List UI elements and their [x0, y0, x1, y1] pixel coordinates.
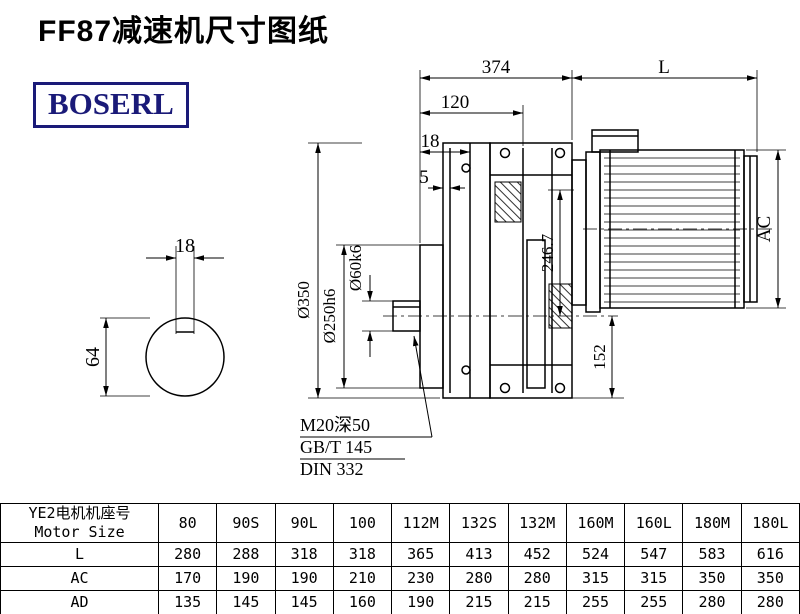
table-row: L 280 288 318 318 365 413 452 524 547 58… — [0, 541, 800, 567]
table-cell: 616 — [740, 541, 800, 567]
table-cell: 280 — [157, 541, 218, 567]
flange-spigot — [419, 244, 444, 389]
technical-drawing: 18 64 — [82, 57, 786, 479]
dim-246-label: 246.7 — [538, 233, 557, 272]
table-cell: 350 — [740, 565, 800, 591]
table-cell: 583 — [682, 541, 742, 567]
table-row: AC 170 190 190 210 230 280 280 315 315 3… — [0, 565, 800, 591]
terminal-box — [591, 129, 639, 153]
housing-bolt — [554, 147, 566, 159]
shaft-height-label: 64 — [82, 347, 104, 367]
dia-350-label: Ø350 — [294, 281, 313, 319]
column-header: 132S — [449, 503, 509, 543]
motor-fins — [604, 157, 740, 303]
column-header: 90L — [274, 503, 334, 543]
column-header: 90S — [216, 503, 276, 543]
table-cell: 170 — [157, 565, 218, 591]
table-cell: 190 — [274, 565, 334, 591]
column-header: 132M — [507, 503, 567, 543]
table-cell: 230 — [391, 565, 451, 591]
table-cell: 315 — [624, 565, 684, 591]
table-cell: 318 — [274, 541, 334, 567]
table-cell: 365 — [391, 541, 451, 567]
standard-gbt-label: GB/T 145 — [300, 437, 372, 457]
motor — [571, 129, 772, 313]
table-cell: 288 — [216, 541, 276, 567]
table-cell: 135 — [157, 589, 218, 614]
dim-152-label: 152 — [590, 344, 609, 370]
flange-bolt-hole — [461, 365, 471, 375]
table-cell: 280 — [507, 565, 567, 591]
column-header: 160L — [624, 503, 684, 543]
dia-60-label: Ø60k6 — [346, 245, 365, 291]
shaft-circle — [145, 317, 225, 397]
dim-5-label: 5 — [419, 167, 429, 188]
column-header: 180L — [740, 503, 800, 543]
keyway-width-label: 18 — [175, 235, 195, 257]
dim-AC-label: AC — [754, 216, 775, 242]
row-label: AD — [0, 589, 159, 614]
brand-logo: BOSERL — [33, 82, 189, 129]
column-header: 180M — [682, 503, 742, 543]
table-cell: 255 — [565, 589, 626, 614]
housing-bolt — [499, 147, 511, 159]
table-cell: 524 — [565, 541, 626, 567]
table-cell: 190 — [391, 589, 451, 614]
page-title: FF87减速机尺寸图纸 — [38, 15, 330, 48]
motor-size-header: YE2电机机座号 Motor Size — [0, 503, 159, 543]
housing-bolt — [554, 382, 566, 394]
table-cell: 145 — [274, 589, 334, 614]
bearing-section — [494, 181, 522, 223]
motor-dimension-table: YE2电机机座号 Motor Size 80 90S 90L 100 112M … — [0, 503, 800, 614]
table-cell: 190 — [216, 565, 276, 591]
row-label: AC — [0, 565, 159, 591]
table-cell: 255 — [624, 589, 684, 614]
table-cell: 215 — [449, 589, 509, 614]
column-header: 80 — [157, 503, 218, 543]
flange-bolt-hole — [461, 163, 471, 173]
gear-wheel — [526, 239, 546, 389]
column-header: 100 — [332, 503, 393, 543]
table-cell: 413 — [449, 541, 509, 567]
table-cell: 215 — [507, 589, 567, 614]
dia-250-label: Ø250h6 — [320, 289, 339, 344]
motor-adapter — [571, 159, 587, 306]
table-row: AD 135 145 145 160 190 215 215 255 255 2… — [0, 589, 800, 614]
table-header-row: YE2电机机座号 Motor Size 80 90S 90L 100 112M … — [0, 503, 800, 543]
table-cell: 318 — [332, 541, 393, 567]
motor-size-header-cn: YE2电机机座号 — [28, 504, 131, 522]
dimension-lines — [300, 75, 781, 460]
dimension-labels: 374 L 120 18 5 AC 246.7 152 Ø350 Ø250h6 … — [294, 57, 775, 479]
column-header: 160M — [565, 503, 626, 543]
table-cell: 315 — [565, 565, 626, 591]
shaft-section-view: 18 64 — [82, 235, 225, 397]
table-cell: 280 — [740, 589, 800, 614]
table-cell: 210 — [332, 565, 393, 591]
motor-adapter — [585, 151, 601, 313]
housing-bolt — [499, 382, 511, 394]
table-cell: 452 — [507, 541, 567, 567]
table-cell: 280 — [449, 565, 509, 591]
dim-18-label: 18 — [421, 131, 440, 152]
dim-120-label: 120 — [441, 92, 470, 113]
table-cell: 160 — [332, 589, 393, 614]
table-cell: 145 — [216, 589, 276, 614]
column-header: 112M — [391, 503, 451, 543]
motor-size-header-en: Motor Size — [34, 522, 125, 541]
table-cell: 547 — [624, 541, 684, 567]
dim-374-label: 374 — [482, 57, 511, 78]
table-cell: 350 — [682, 565, 742, 591]
brand-logo-text: BOSERL — [48, 86, 174, 121]
standard-din-label: DIN 332 — [300, 459, 364, 479]
thread-callout-label: M20深50 — [300, 415, 370, 435]
table-cell: 280 — [682, 589, 742, 614]
row-label: L — [0, 541, 159, 567]
dim-L-label: L — [658, 57, 670, 78]
